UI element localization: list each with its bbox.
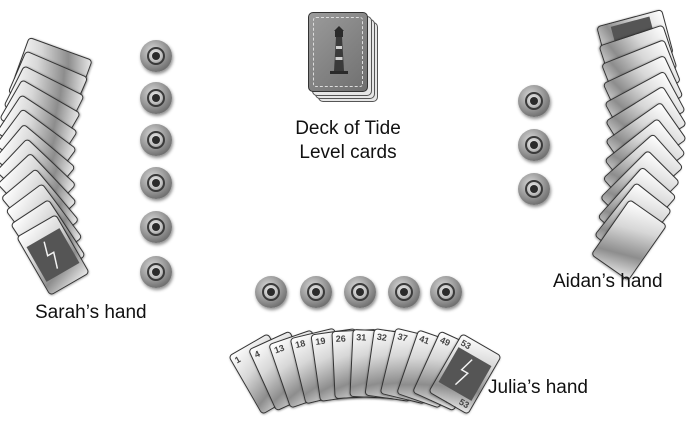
life-ring-icon[interactable] — [300, 276, 332, 308]
card-number: 4 — [253, 349, 262, 360]
julia-hand-label: Julia’s hand — [488, 376, 588, 400]
life-ring-icon[interactable] — [140, 124, 172, 156]
card-number: 49 — [438, 335, 451, 348]
life-ring-icon[interactable] — [140, 211, 172, 243]
life-ring-icon[interactable] — [388, 276, 420, 308]
card-number: 18 — [294, 338, 306, 350]
tide-level-deck[interactable] — [308, 12, 388, 104]
card-number: 19 — [315, 335, 326, 346]
life-ring-icon[interactable] — [255, 276, 287, 308]
deck-label-line2: Level cards — [273, 141, 423, 165]
life-ring-icon[interactable] — [140, 256, 172, 288]
card-number: 37 — [397, 332, 409, 344]
aidan-hand-label: Aidan’s hand — [553, 270, 663, 294]
deck-label-line1: Deck of Tide — [273, 117, 423, 141]
card-number: 26 — [335, 334, 345, 344]
life-ring-icon[interactable] — [518, 129, 550, 161]
life-ring-icon[interactable] — [518, 85, 550, 117]
life-ring-icon[interactable] — [140, 82, 172, 114]
card-number: 41 — [418, 333, 431, 346]
life-ring-icon[interactable] — [430, 276, 462, 308]
sarah-hand — [0, 0, 130, 300]
sarah-hand-label: Sarah’s hand — [35, 301, 147, 325]
card-number: 32 — [376, 332, 387, 343]
julia-hand: 1144131318181919262631313232373741414949… — [220, 320, 480, 430]
life-ring-icon[interactable] — [518, 173, 550, 205]
card-number: 1 — [233, 354, 242, 365]
life-ring-icon[interactable] — [140, 167, 172, 199]
card-number: 31 — [356, 332, 366, 342]
aidan-hand — [570, 0, 686, 260]
life-ring-icon[interactable] — [344, 276, 376, 308]
card-number: 13 — [273, 342, 286, 355]
life-ring-icon[interactable] — [140, 40, 172, 72]
deck-top-card — [308, 12, 368, 92]
lighthouse-icon — [309, 13, 369, 93]
